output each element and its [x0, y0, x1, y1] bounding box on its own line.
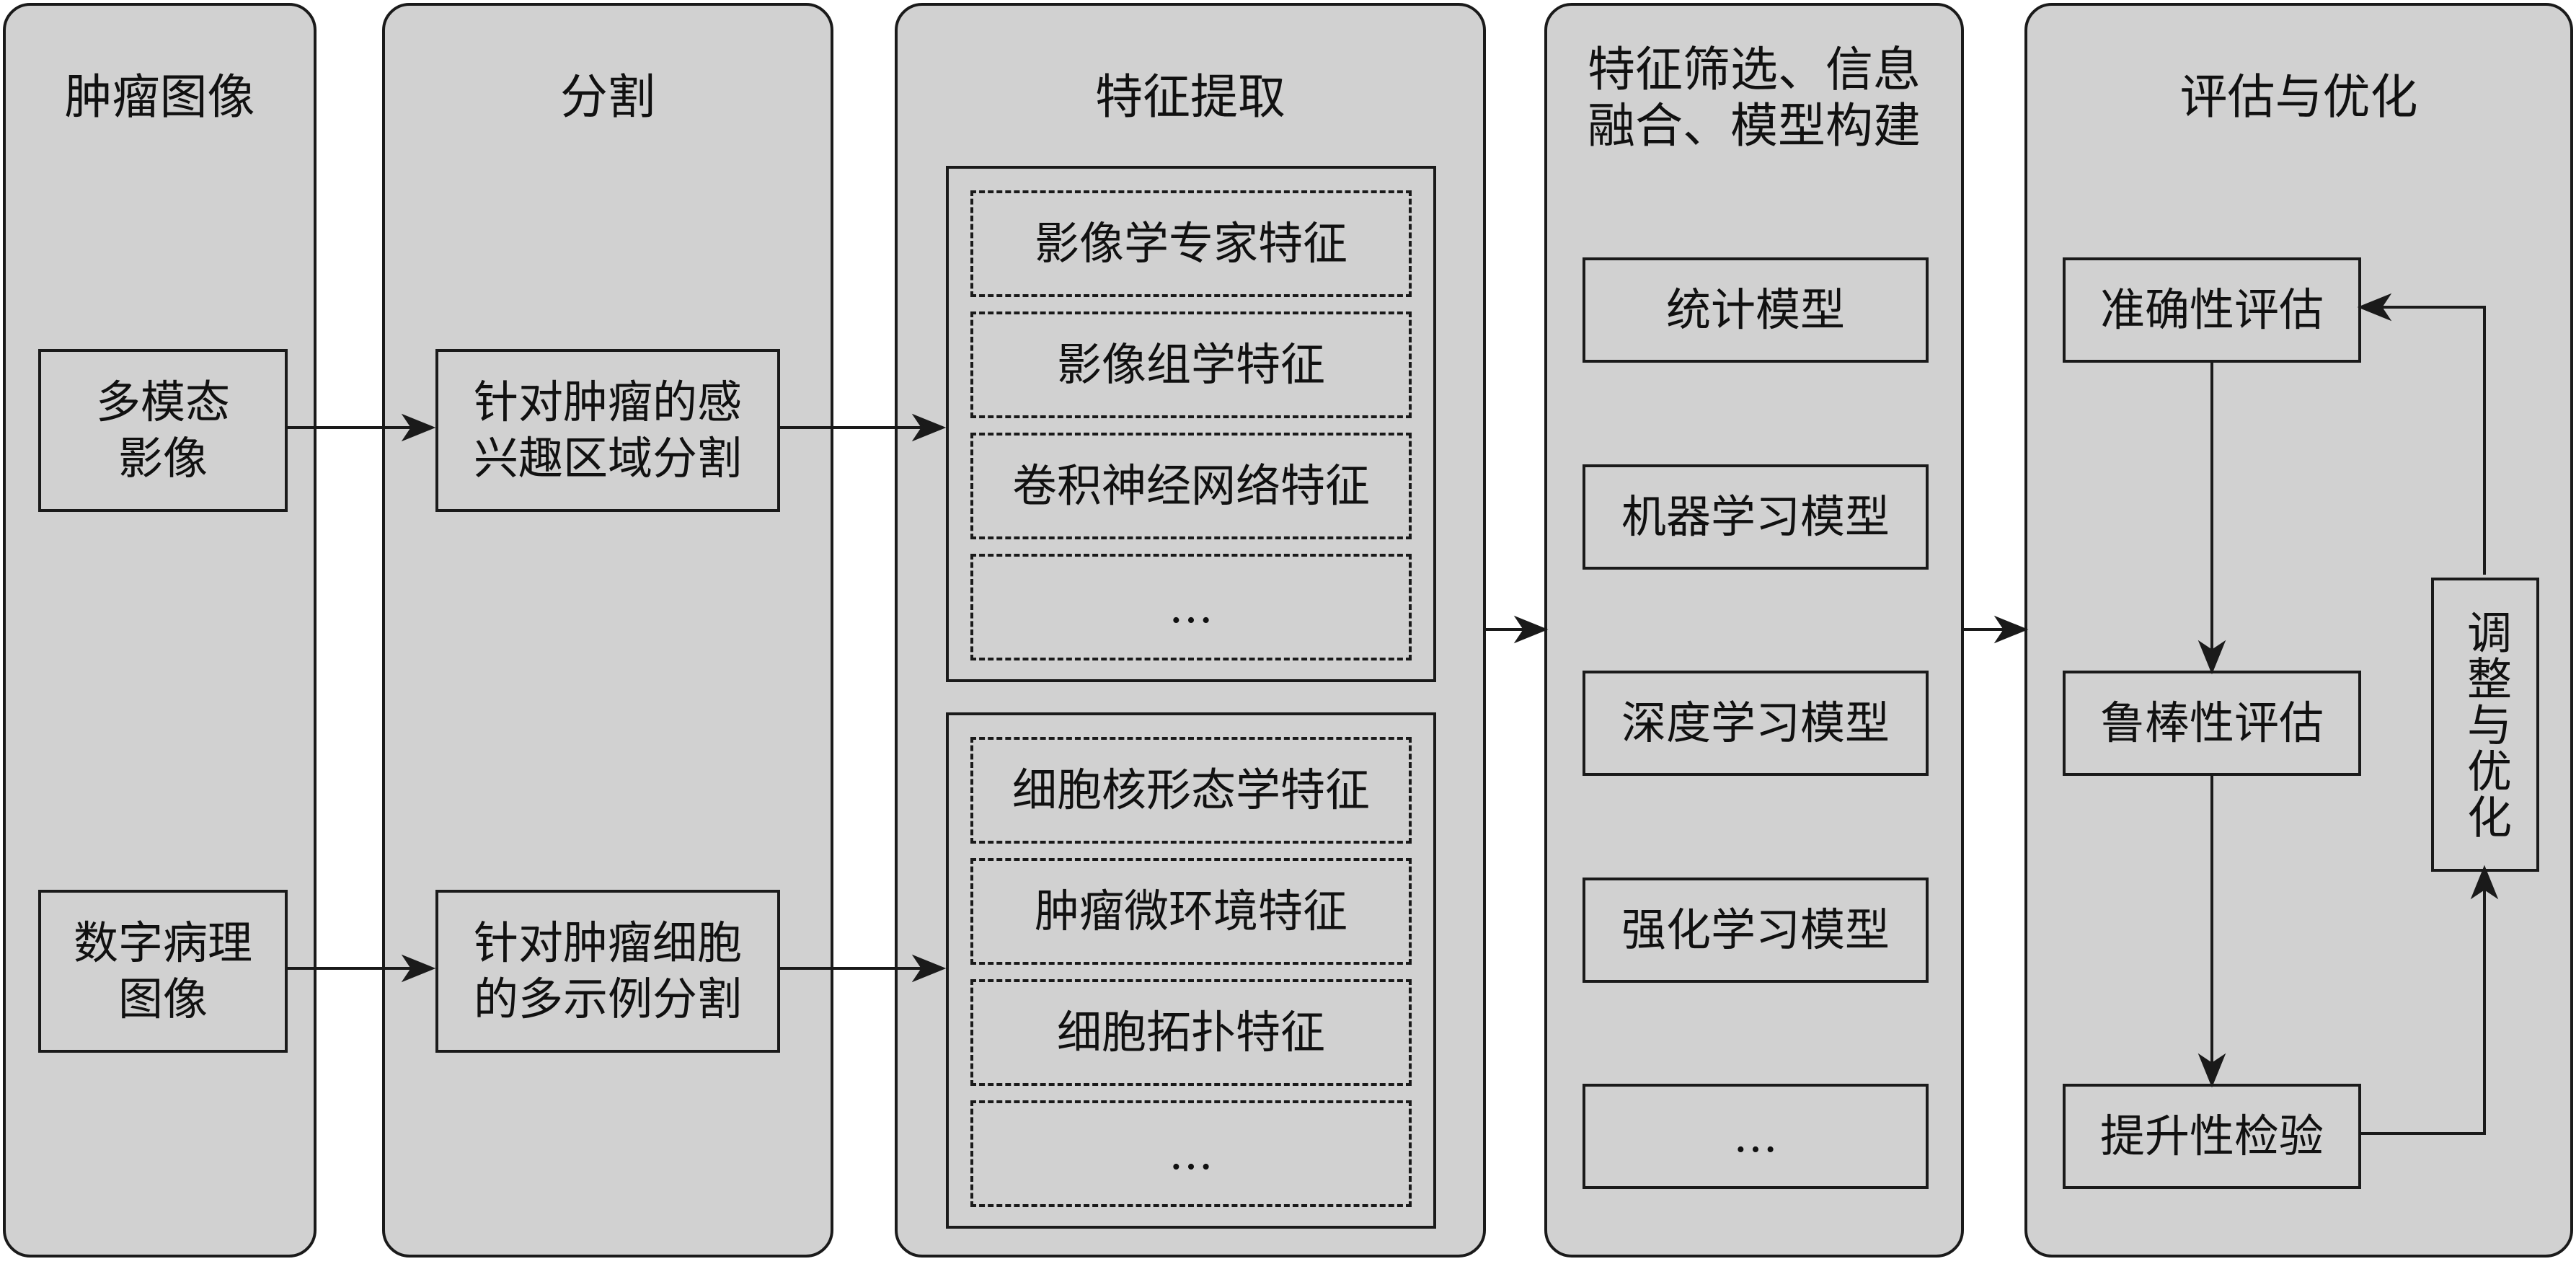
feature-nuclear-morphology: 细胞核形态学特征: [970, 737, 1412, 844]
column-tumor-image: 肿瘤图像 多模态影像 数字病理图像: [3, 3, 317, 1258]
column-title-evaluation: 评估与优化: [2179, 69, 2418, 125]
arrowhead-mil-to-features: [911, 954, 947, 983]
column-title-tumor-image: 肿瘤图像: [64, 69, 255, 125]
column-title-line1: 特征筛选、信息: [1588, 42, 1921, 97]
feature-pathology-more: …: [970, 1100, 1412, 1207]
box-roi-segmentation-label: 针对肿瘤的感兴趣区域分割: [473, 376, 742, 485]
box-multi-instance-segmentation: 针对肿瘤细胞的多示例分割: [435, 890, 780, 1053]
box-roi-segmentation: 针对肿瘤的感兴趣区域分割: [435, 349, 780, 512]
column-feature-extraction: 特征提取 影像学专家特征 影像组学特征 卷积神经网络特征 … 细胞核形态学特征 …: [895, 3, 1486, 1258]
arrowhead-robustness-to-improvement: [2197, 1053, 2226, 1088]
arrowhead-adjust-to-accuracy: [2357, 293, 2392, 322]
arrowhead-models-to-evaluation: [1993, 615, 2029, 644]
column-model-building: 特征筛选、信息 融合、模型构建 统计模型 机器学习模型 深度学习模型 强化学习模…: [1544, 3, 1964, 1258]
box-multi-instance-segmentation-label: 针对肿瘤细胞的多示例分割: [473, 916, 742, 1025]
arrowhead-improvement-to-adjust: [2470, 865, 2499, 900]
arrowhead-features-to-models: [1513, 615, 1549, 644]
feature-imaging-more: …: [970, 554, 1412, 660]
column-title-feature-extraction: 特征提取: [1095, 69, 1285, 125]
box-accuracy-evaluation: 准确性评估: [2063, 257, 2361, 363]
feature-group-imaging: 影像学专家特征 影像组学特征 卷积神经网络特征 …: [946, 166, 1436, 682]
box-digital-pathology-label: 数字病理图像: [73, 916, 252, 1025]
arrow-improvement-to-adjust: [2361, 869, 2486, 1135]
arrowhead-pathology-to-mil: [401, 954, 436, 983]
box-machine-learning-model: 机器学习模型: [1583, 464, 1929, 570]
box-multimodal-imaging-label: 多模态影像: [95, 376, 230, 485]
column-evaluation: 评估与优化 准确性评估 鲁棒性评估 提升性检验 调整与优化: [2024, 3, 2573, 1258]
box-deep-learning-model: 深度学习模型: [1583, 671, 1929, 776]
column-segmentation: 分割 针对肿瘤的感兴趣区域分割 针对肿瘤细胞的多示例分割: [382, 3, 833, 1258]
feature-cnn: 卷积神经网络特征: [970, 433, 1412, 539]
arrowhead-accuracy-to-robustness: [2197, 640, 2226, 675]
feature-radiomics: 影像组学特征: [970, 311, 1412, 418]
arrowhead-image-to-roi: [401, 413, 436, 442]
feature-group-pathology: 细胞核形态学特征 肿瘤微环境特征 细胞拓扑特征 …: [946, 712, 1436, 1229]
box-model-more: …: [1583, 1084, 1929, 1189]
feature-radiologist: 影像学专家特征: [970, 190, 1412, 297]
feature-tumor-microenvironment: 肿瘤微环境特征: [970, 858, 1412, 965]
box-digital-pathology: 数字病理图像: [38, 890, 288, 1053]
column-title-segmentation: 分割: [560, 69, 655, 125]
feature-cell-topology: 细胞拓扑特征: [970, 979, 1412, 1086]
box-improvement-test: 提升性检验: [2063, 1084, 2361, 1189]
box-adjust-optimize-label: 调整与优化: [2459, 609, 2512, 840]
box-statistical-model: 统计模型: [1583, 257, 1929, 363]
arrow-adjust-to-accuracy: [2361, 306, 2486, 575]
arrowhead-roi-to-features: [911, 413, 947, 442]
box-reinforcement-learning-model: 强化学习模型: [1583, 878, 1929, 983]
box-multimodal-imaging: 多模态影像: [38, 349, 288, 512]
column-title-line2: 融合、模型构建: [1588, 98, 1921, 154]
